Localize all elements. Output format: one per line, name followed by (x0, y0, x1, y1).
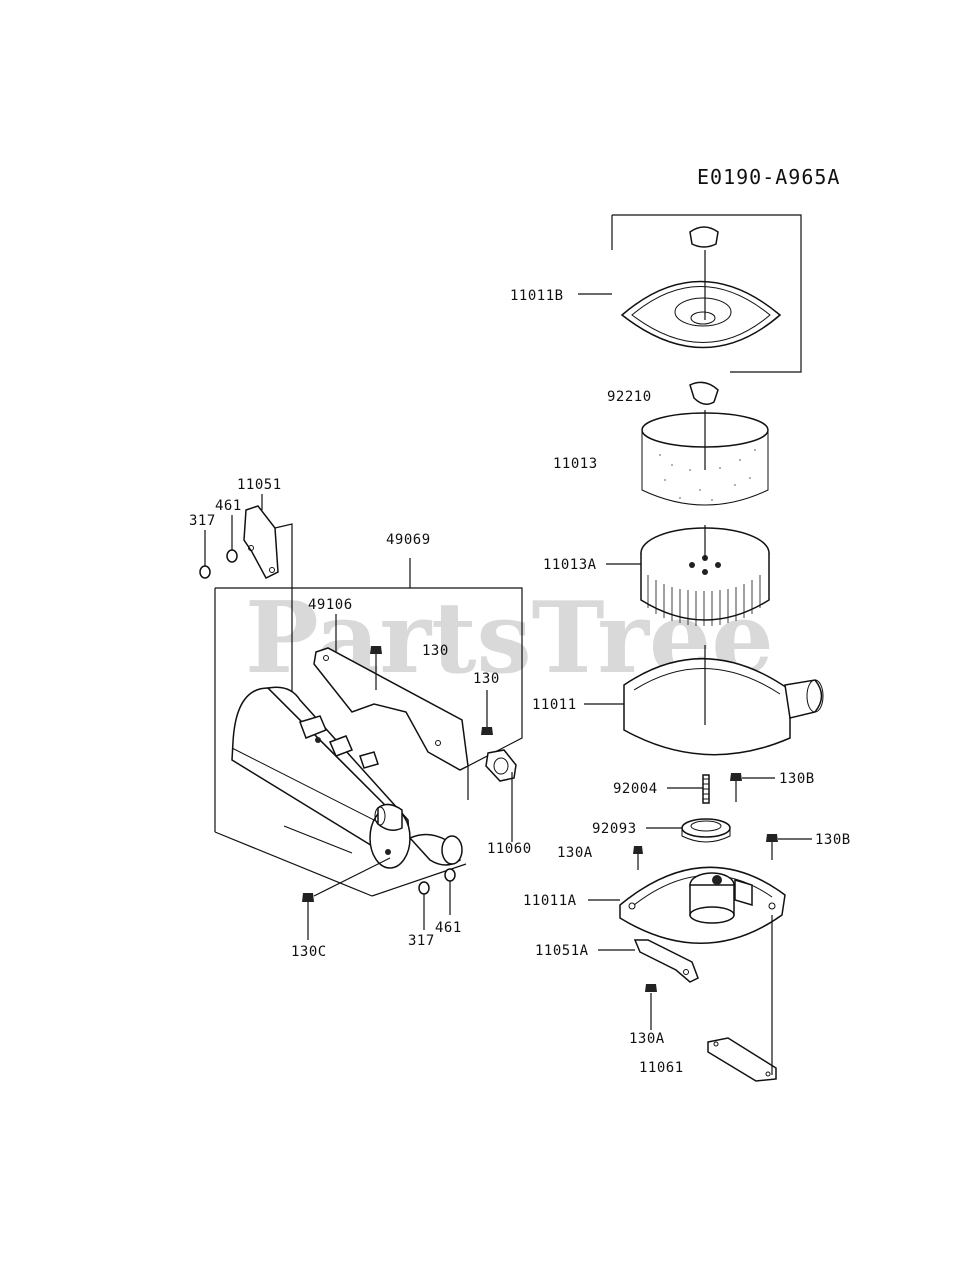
label-130C: 130C (291, 944, 327, 960)
nut-317-2 (418, 881, 430, 895)
label-49069: 49069 (386, 532, 431, 548)
label-130-2: 130 (473, 671, 500, 687)
label-461-2: 461 (435, 920, 462, 936)
label-11011: 11011 (532, 697, 577, 713)
label-92093: 92093 (592, 821, 637, 837)
washer-461-2 (444, 868, 456, 882)
air-cleaner-base (619, 866, 786, 944)
label-130B-1: 130B (779, 771, 815, 787)
bolt-130C (302, 857, 391, 902)
bolt-130B-2 (766, 834, 778, 860)
washer-461-1 (226, 549, 238, 563)
bolt-130A-2 (645, 984, 657, 992)
label-317-2: 317 (408, 933, 435, 949)
label-130-1: 130 (422, 643, 449, 659)
label-11013A: 11013A (543, 557, 597, 573)
filter-pleats (647, 575, 761, 626)
label-11011A: 11011A (523, 893, 577, 909)
gasket-11060 (485, 749, 517, 782)
muffler (231, 686, 411, 869)
bolt-130-2 (481, 727, 493, 735)
label-11060: 11060 (487, 841, 532, 857)
label-130A-2: 130A (629, 1031, 665, 1047)
label-130A-1: 130A (557, 845, 593, 861)
cover-bracket (612, 214, 802, 373)
bracket-11051A (633, 939, 699, 983)
nut-317-1 (199, 565, 211, 579)
stud (702, 774, 710, 804)
cover-knob (689, 226, 719, 248)
pre-cleaner-dots (659, 449, 756, 501)
label-461-1: 461 (215, 498, 242, 514)
seal (681, 818, 731, 843)
assembly-bracket-49069 (215, 587, 523, 800)
air-cleaner-housing (623, 658, 824, 756)
label-11011B: 11011B (510, 288, 564, 304)
label-317-1: 317 (189, 513, 216, 529)
bolt-130B-1 (730, 773, 742, 802)
label-92210: 92210 (607, 389, 652, 405)
label-49106: 49106 (308, 597, 353, 613)
label-92004: 92004 (613, 781, 658, 797)
bracket-11051 (243, 505, 279, 579)
diagram-code: E0190-A965A (697, 165, 840, 189)
bolt-130-1 (370, 646, 382, 690)
label-11051: 11051 (237, 477, 282, 493)
bolt-130A-1 (633, 846, 643, 870)
label-11013: 11013 (553, 456, 598, 472)
plate-11061 (707, 1037, 777, 1082)
exhaust-pipe (408, 833, 463, 866)
label-11061: 11061 (639, 1060, 684, 1076)
air-cleaner-cover (620, 280, 782, 349)
label-130B-2: 130B (815, 832, 851, 848)
muffler-cover (313, 647, 469, 771)
wing-nut (689, 381, 719, 405)
label-11051A: 11051A (535, 943, 589, 959)
